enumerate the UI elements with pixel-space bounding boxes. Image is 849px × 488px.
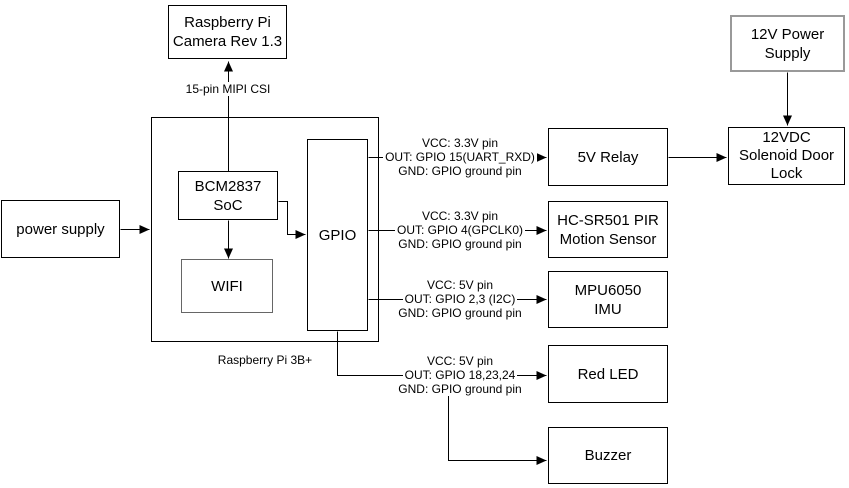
imu-conn-label: VCC: 5V pin OUT: GPIO 2,3 (I2C) GND: GPI… xyxy=(372,278,548,320)
solenoid-lock-node: 12VDC Solenoid Door Lock xyxy=(728,127,845,185)
csi-edge-label: 15-pin MIPI CSI xyxy=(183,82,273,96)
imu-out-label: OUT: GPIO 2,3 (I2C) xyxy=(402,292,518,306)
led-vcc-label: VCC: 5V pin xyxy=(424,354,496,368)
imu-gnd-label: GND: GPIO ground pin xyxy=(396,306,524,320)
relay-gnd-label: GND: GPIO ground pin xyxy=(396,164,524,178)
power-supply-node: power supply xyxy=(1,200,120,258)
red-led-node: Red LED xyxy=(548,345,668,403)
pir-out-label: OUT: GPIO 4(GPCLK0) xyxy=(394,223,526,237)
imu-node: MPU6050 IMU xyxy=(548,271,668,328)
pir-gnd-label: GND: GPIO ground pin xyxy=(396,237,524,251)
led-conn-label: VCC: 5V pin OUT: GPIO 18,23,24 GND: GPIO… xyxy=(372,354,548,396)
rpi-caption-label: Raspberry Pi 3B+ xyxy=(215,353,315,367)
pir-conn-label: VCC: 3.3V pin OUT: GPIO 4(GPCLK0) GND: G… xyxy=(372,209,548,251)
relay-conn-label: VCC: 3.3V pin OUT: GPIO 15(UART_RXD) GND… xyxy=(372,136,548,178)
relay-out-label: OUT: GPIO 15(UART_RXD) xyxy=(383,150,537,164)
pir-sensor-node: HC-SR501 PIR Motion Sensor xyxy=(548,201,668,258)
camera-node: Raspberry Pi Camera Rev 1.3 xyxy=(168,5,287,59)
led-gnd-label: GND: GPIO ground pin xyxy=(396,382,524,396)
led-out-label: OUT: GPIO 18,23,24 xyxy=(402,368,518,382)
relay-vcc-label: VCC: 3.3V pin xyxy=(419,136,501,150)
wifi-node: WIFI xyxy=(181,259,273,313)
soc-node: BCM2837 SoC xyxy=(178,171,278,220)
relay-node: 5V Relay xyxy=(548,128,668,186)
pir-vcc-label: VCC: 3.3V pin xyxy=(419,209,501,223)
psu-12v-node: 12V Power Supply xyxy=(730,15,845,72)
buzzer-node: Buzzer xyxy=(548,427,668,484)
gpio-node: GPIO xyxy=(307,139,368,331)
imu-vcc-label: VCC: 5V pin xyxy=(424,278,496,292)
raspberry-pi-3b-container xyxy=(151,117,379,342)
